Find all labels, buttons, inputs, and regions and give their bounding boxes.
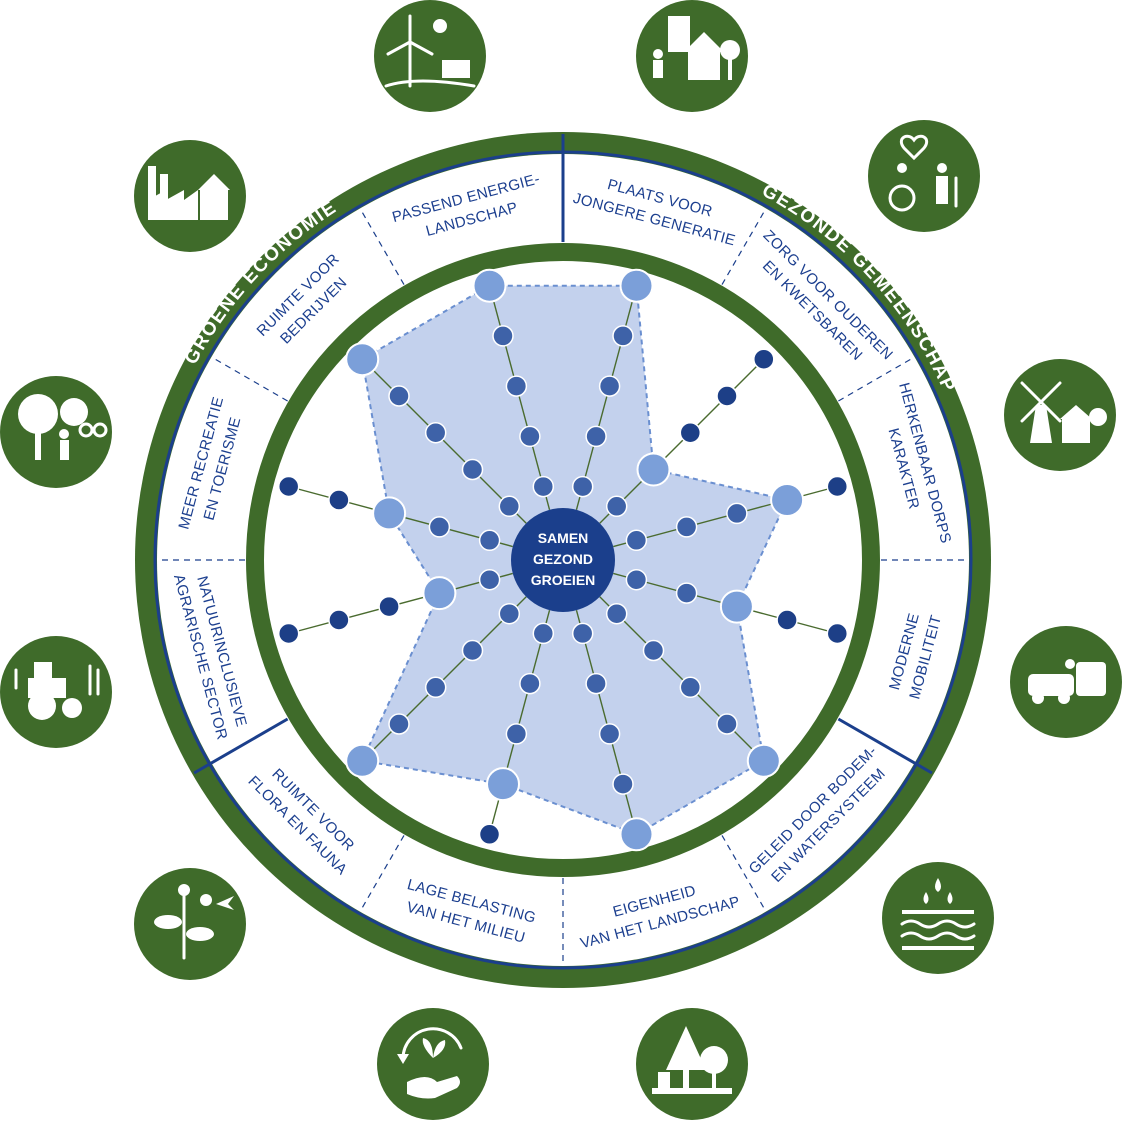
spoke-node	[585, 672, 607, 695]
spoke-node	[519, 672, 541, 695]
theme-divider	[721, 835, 766, 911]
center-line-1: SAMEN	[538, 530, 589, 546]
flora-fauna-icon	[134, 868, 246, 980]
spoke-node	[478, 568, 501, 591]
spoke-node	[726, 502, 748, 525]
spoke-node	[277, 475, 300, 498]
spoke-node	[532, 475, 555, 498]
score-node	[619, 268, 654, 303]
spoke-node	[605, 495, 628, 518]
theme-divider	[360, 835, 405, 911]
mobility-icon	[1010, 626, 1122, 738]
spoke-line	[288, 572, 513, 635]
spoke-node	[585, 425, 607, 448]
spoke-node	[388, 713, 410, 735]
theme-divider	[838, 357, 914, 402]
score-node	[636, 452, 671, 487]
spoke-node	[478, 529, 501, 552]
spoke-node	[642, 639, 665, 662]
score-node	[719, 589, 754, 624]
spoke-line	[575, 285, 638, 510]
spoke-node	[753, 348, 775, 370]
section-divider	[837, 717, 933, 775]
business-icon	[134, 140, 246, 252]
score-node	[372, 496, 407, 531]
circular-icon	[377, 1008, 489, 1120]
agriculture-icon	[0, 636, 112, 748]
spoke-node	[519, 425, 541, 448]
spoke-node	[826, 622, 849, 645]
center-line-3: GROEIEN	[531, 572, 596, 588]
spoke-node	[277, 622, 300, 645]
spoke-node	[675, 582, 698, 604]
spoke-node	[505, 723, 528, 745]
spoke-node	[428, 516, 451, 538]
spoke-node	[716, 713, 738, 735]
spoke-node	[505, 375, 528, 397]
spoke-node	[571, 475, 594, 498]
spoke-node	[826, 475, 849, 498]
recreation-icon	[0, 376, 112, 488]
spoke-node	[532, 622, 555, 645]
spoke-node	[605, 602, 628, 625]
score-node	[619, 817, 654, 852]
spoke-node	[461, 458, 484, 481]
spoke-node	[598, 375, 621, 397]
center-line-2: GEZOND	[533, 551, 593, 567]
spoke-node	[378, 595, 400, 618]
spoke-node	[461, 639, 484, 662]
theme-divider	[721, 209, 766, 285]
spoke-line	[488, 285, 551, 510]
spoke-node	[612, 325, 634, 347]
theme-divider	[360, 209, 405, 285]
spoke-node	[716, 385, 738, 407]
spoke-node	[328, 489, 350, 511]
spoke-node	[424, 421, 447, 444]
spoke-node	[679, 421, 702, 444]
score-node	[486, 767, 520, 802]
score-node	[345, 342, 380, 377]
care-icon	[868, 120, 980, 232]
spoke-node	[492, 325, 514, 347]
inner-ring	[246, 243, 880, 877]
spoke-node	[498, 495, 521, 518]
spoke-node	[598, 723, 621, 745]
spoke-line	[361, 596, 527, 762]
energy-icon	[374, 0, 486, 112]
soil-water-icon	[882, 862, 994, 974]
spoke-node	[571, 622, 594, 645]
spoke-node	[776, 609, 798, 631]
spoke-node	[498, 602, 521, 625]
score-node	[422, 576, 457, 611]
community-icon	[636, 0, 748, 112]
section-divider	[193, 717, 289, 775]
spoke-node	[625, 529, 648, 552]
spoke-node	[675, 516, 698, 538]
spoke-node	[612, 773, 634, 795]
score-node	[345, 743, 380, 778]
score-node	[770, 483, 805, 517]
spoke-line	[575, 610, 638, 835]
score-node	[472, 268, 507, 303]
spoke-node	[679, 676, 702, 699]
theme-dividers	[159, 134, 967, 964]
windmill-village-icon	[1004, 359, 1116, 471]
spoke-node	[424, 676, 447, 699]
spoke-node	[388, 385, 410, 407]
spoke-line	[361, 358, 527, 524]
spoke-node	[328, 609, 350, 631]
landscape-icon	[636, 1008, 748, 1120]
theme-divider	[212, 357, 288, 402]
spoke-node	[625, 568, 648, 591]
spoke-nodes	[277, 268, 849, 852]
spoke-node	[478, 823, 501, 846]
spoke-line	[599, 596, 765, 762]
score-node	[746, 743, 781, 778]
center-hub	[511, 508, 615, 612]
spoke-line	[599, 358, 765, 524]
